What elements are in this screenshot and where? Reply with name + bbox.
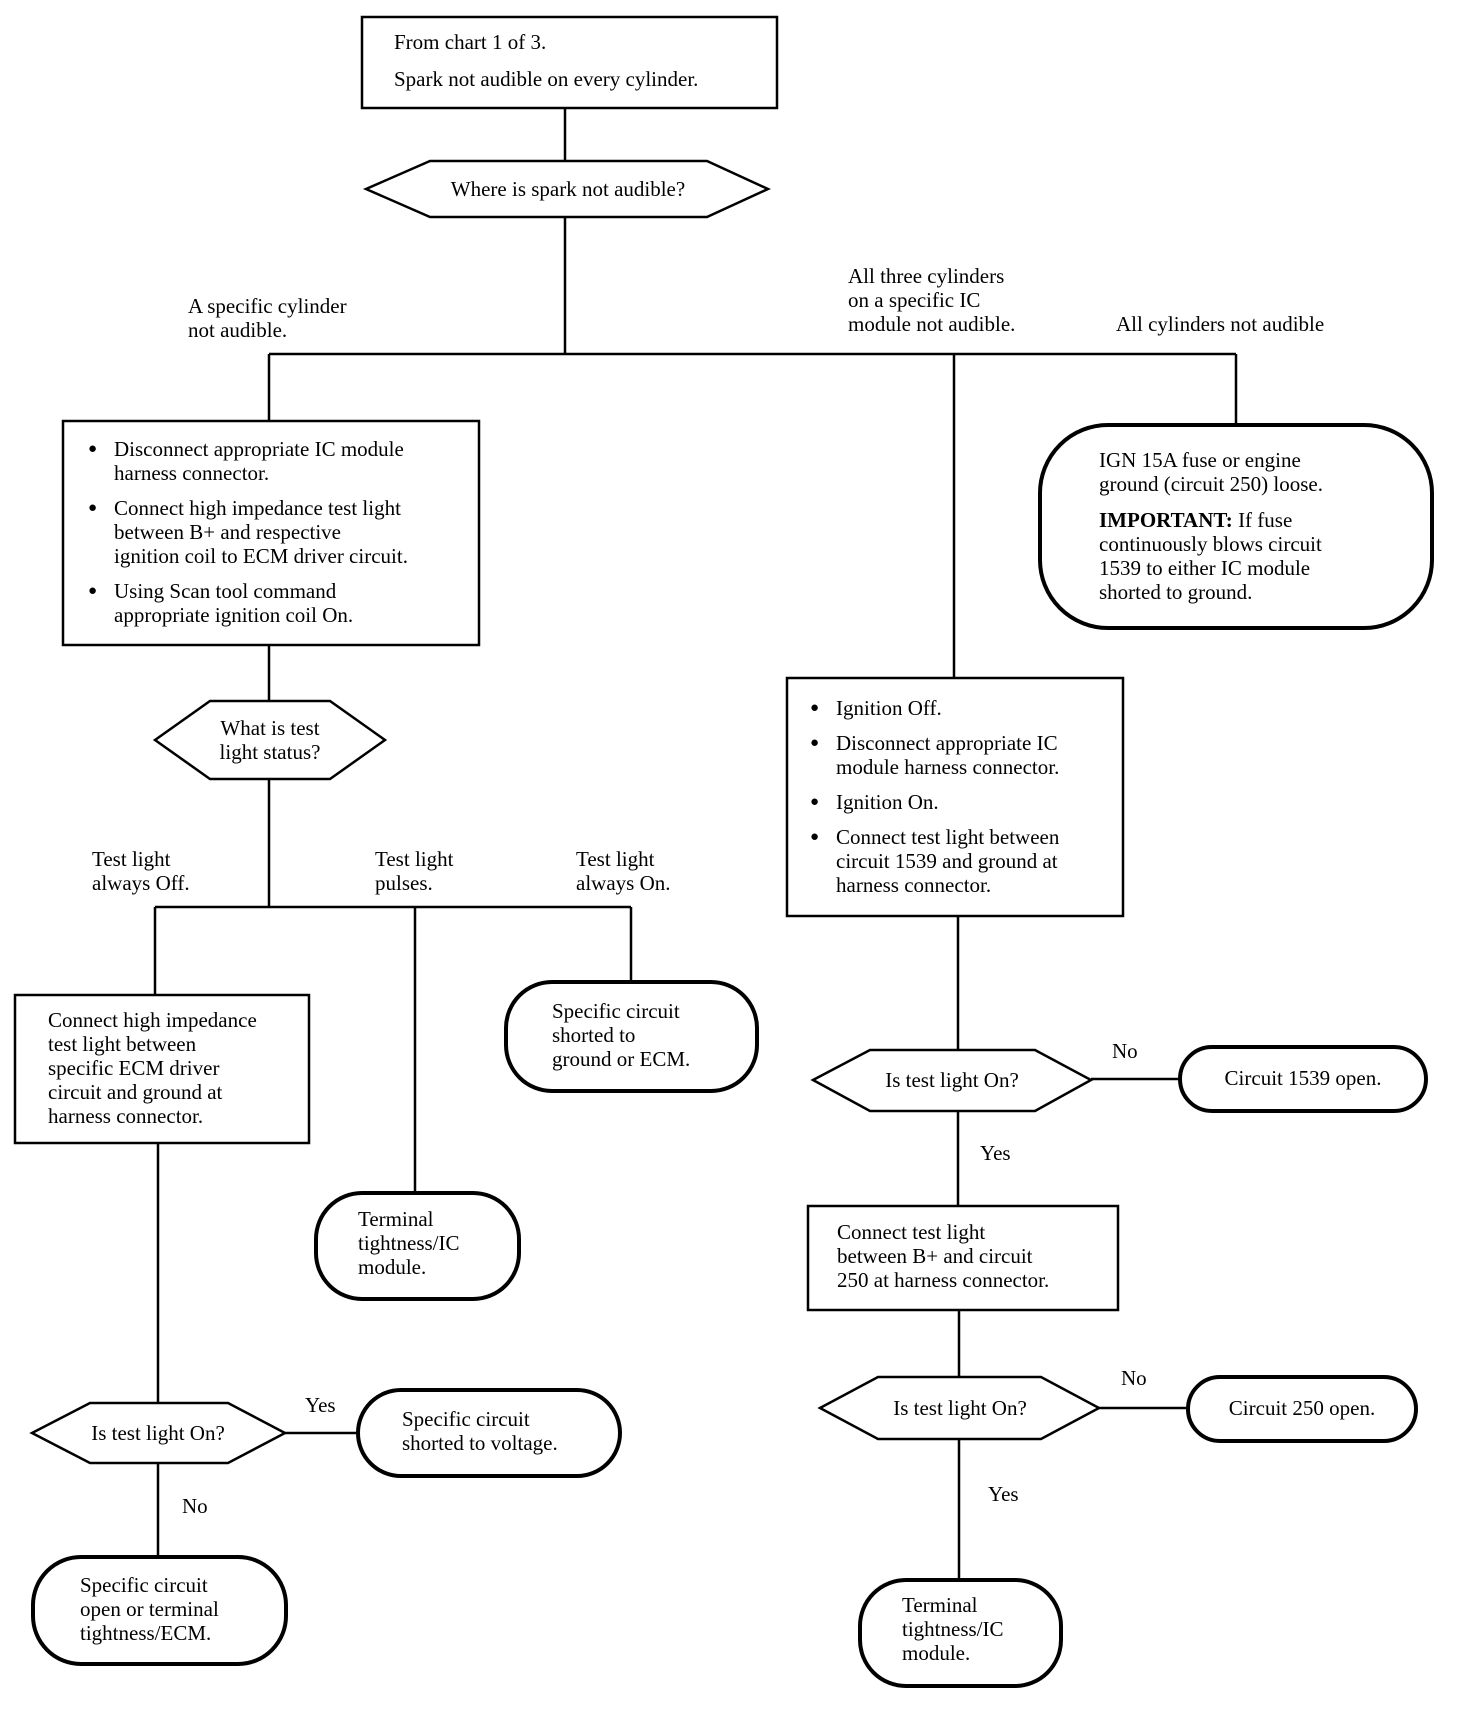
answer-yes-left: Yes xyxy=(305,1393,336,1417)
connector-lines xyxy=(153,108,1238,1580)
decision-where-spark-text: Where is spark not audible? xyxy=(420,177,716,201)
terminal-fuse-shape xyxy=(1038,423,1434,630)
mid-bullet-3: Ignition On. xyxy=(810,790,1115,814)
decision-test-light-status xyxy=(152,699,388,781)
left-bullet-2: Connect high impedance test light betwee… xyxy=(88,496,468,568)
left-bullet-3: Using Scan tool command appropriate igni… xyxy=(88,579,468,627)
terminal-shorted-ground-shape xyxy=(504,980,759,1093)
terminal-left-terminal-shape xyxy=(314,1191,521,1301)
mid-bullet-2: Disconnect appropriate IC module harness… xyxy=(810,731,1115,779)
terminal-shorted-voltage-shape xyxy=(356,1388,622,1478)
left-process-box-text: Disconnect appropriate IC module harness… xyxy=(88,437,468,638)
connect-process-box xyxy=(13,993,311,1145)
decision-test-light-status-text: What is test light status? xyxy=(219,716,321,764)
decision-where-spark-label: Where is spark not audible? xyxy=(450,177,686,201)
status-label-always-off: Test light always Off. xyxy=(92,847,190,895)
mid-process-box-text: Ignition Off. Disconnect appropriate IC … xyxy=(810,696,1115,908)
terminal-shorted-voltage-text: Specific circuit shorted to voltage. xyxy=(402,1407,558,1455)
start-line-1: From chart 1 of 3. xyxy=(394,30,547,54)
decision-left-test-light-text: Is test light On? xyxy=(91,1421,225,1445)
decision-where-spark xyxy=(362,159,771,219)
start-box-text: From chart 1 of 3. Spark not audible on … xyxy=(394,30,698,91)
important-label: IMPORTANT: xyxy=(1099,508,1233,532)
terminal-open-ecm-text: Specific circuit open or terminal tightn… xyxy=(80,1573,219,1645)
branch-label-specific-cylinder: A specific cylinder not audible. xyxy=(188,294,347,342)
answer-no-1539: No xyxy=(1112,1039,1138,1063)
left-bullet-1: Disconnect appropriate IC module harness… xyxy=(88,437,468,485)
answer-no-250: No xyxy=(1121,1366,1147,1390)
terminal-left-terminal-text: Terminal tightness/IC module. xyxy=(358,1207,460,1279)
mid-bullet-4: Connect test light between circuit 1539 … xyxy=(810,825,1115,897)
decision-test-light-250 xyxy=(817,1375,1102,1441)
terminal-1539-shape xyxy=(1178,1045,1428,1113)
terminal-right-terminal-text: Terminal tightness/IC module. xyxy=(902,1593,1004,1665)
b250-process-box-text: Connect test light between B+ and circui… xyxy=(837,1220,1050,1292)
decision-test-light-1539 xyxy=(810,1048,1094,1113)
start-box xyxy=(360,15,779,110)
decision-test-light-250-text: Is test light On? xyxy=(893,1396,1027,1420)
terminal-250-shape xyxy=(1186,1375,1418,1443)
terminal-250-text: Circuit 250 open. xyxy=(1228,1396,1376,1420)
answer-yes-250: Yes xyxy=(988,1482,1019,1506)
answer-no-left: No xyxy=(182,1494,208,1518)
answer-yes-1539: Yes xyxy=(980,1141,1011,1165)
branch-label-all-cylinders: All cylinders not audible xyxy=(1116,312,1325,336)
terminal-shorted-ground-text: Specific circuit shorted to ground or EC… xyxy=(552,999,691,1071)
mid-bullet-1: Ignition Off. xyxy=(810,696,1115,720)
connect-process-box-text: Connect high impedance test light betwee… xyxy=(48,1008,257,1128)
status-label-pulses: Test light pulses. xyxy=(375,847,454,895)
terminal-fuse-text: IGN 15A fuse or engine ground (circuit 2… xyxy=(1099,448,1323,604)
terminal-open-ecm-shape xyxy=(31,1555,288,1666)
terminal-right-terminal-shape xyxy=(858,1578,1063,1688)
start-line-2: Spark not audible on every cylinder. xyxy=(394,67,699,91)
status-label-always-on: Test light always On. xyxy=(576,847,671,895)
branch-label-three-cylinders: All three cylinders on a specific IC mod… xyxy=(848,264,1016,336)
b250-process-box xyxy=(806,1204,1120,1312)
terminal-1539-text: Circuit 1539 open. xyxy=(1224,1066,1382,1090)
decision-left-test-light xyxy=(29,1401,288,1465)
decision-test-light-1539-text: Is test light On? xyxy=(885,1068,1019,1092)
